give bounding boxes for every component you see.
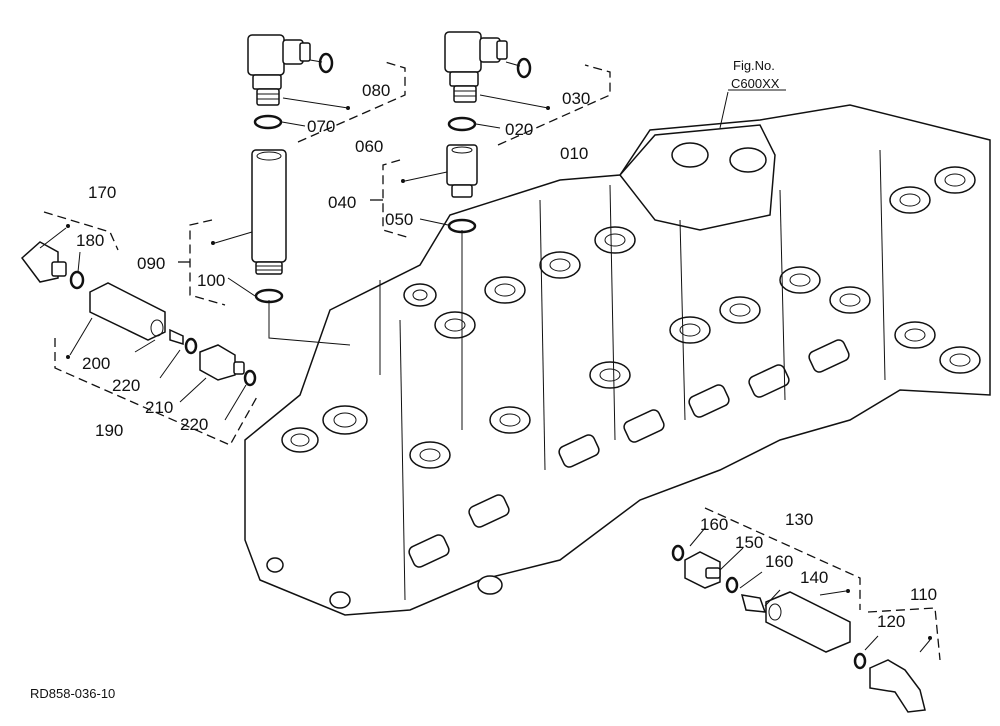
footer-drawing-code: RD858-036-10 xyxy=(30,686,115,701)
o-ring-050 xyxy=(447,218,477,234)
o-ring-180 xyxy=(69,270,85,290)
label-140: 140 xyxy=(800,568,828,587)
label-190: 190 xyxy=(95,421,123,440)
label-160-a: 160 xyxy=(700,515,728,534)
label-030: 030 xyxy=(562,89,590,108)
poppet-220 xyxy=(169,328,184,346)
plug-150 xyxy=(684,551,721,589)
fig-no-prefix: Fig.No. xyxy=(733,58,775,73)
sleeve-200 xyxy=(89,282,166,341)
o-ring-100 xyxy=(254,288,284,304)
o-ring-020 xyxy=(447,116,477,132)
label-010: 010 xyxy=(560,144,588,163)
o-ring-030 xyxy=(516,57,532,79)
o-ring-070 xyxy=(253,114,283,130)
label-090: 090 xyxy=(137,254,165,273)
label-050: 050 xyxy=(385,210,413,229)
sleeve-130 xyxy=(765,591,851,653)
valve-spools xyxy=(266,339,850,609)
label-080: 080 xyxy=(362,81,390,100)
label-150: 150 xyxy=(735,533,763,552)
label-180: 180 xyxy=(76,231,104,250)
elbow-fitting-170 xyxy=(20,241,67,283)
label-110: 110 xyxy=(910,585,937,604)
label-220-a: 220 xyxy=(112,376,140,395)
label-060: 060 xyxy=(355,137,383,156)
label-100: 100 xyxy=(197,271,225,290)
o-ring-160-a xyxy=(671,544,685,562)
extension-tube-090 xyxy=(251,149,287,275)
label-160-b: 160 xyxy=(765,552,793,571)
label-130: 130 xyxy=(785,510,813,529)
label-040: 040 xyxy=(328,193,356,212)
label-070: 070 xyxy=(307,117,335,136)
adapter-040 xyxy=(446,144,478,198)
o-ring-220-a xyxy=(184,337,198,355)
plug-210 xyxy=(199,344,245,381)
o-ring-220-b xyxy=(243,369,257,387)
o-ring-120 xyxy=(853,652,867,670)
elbow-fitting-110 xyxy=(869,659,926,713)
label-210: 210 xyxy=(145,398,173,417)
label-020: 020 xyxy=(505,120,533,139)
elbow-fitting-010 xyxy=(444,31,508,103)
assembly-centerlines xyxy=(268,230,463,430)
label-120: 120 xyxy=(877,612,905,631)
label-220-b: 220 xyxy=(180,415,208,434)
valve-ports xyxy=(281,166,981,469)
poppet-140 xyxy=(740,594,767,613)
elbow-fitting-060 xyxy=(247,34,311,106)
control-valve-body xyxy=(244,104,991,616)
label-200: 200 xyxy=(82,354,110,373)
fig-no-number: C600XX xyxy=(731,76,780,91)
o-ring-160-b xyxy=(725,576,739,594)
label-170: 170 xyxy=(88,183,116,202)
o-ring-080 xyxy=(318,52,334,74)
